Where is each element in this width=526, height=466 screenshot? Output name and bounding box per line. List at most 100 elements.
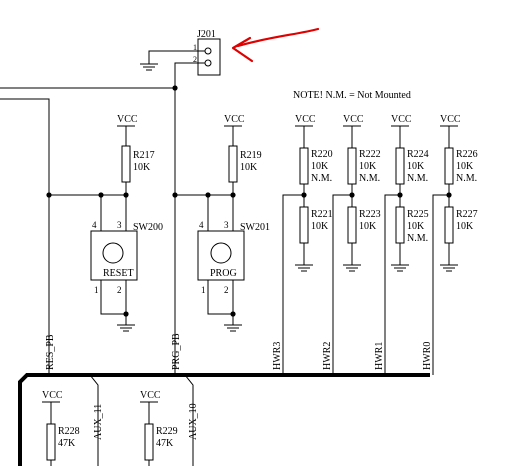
sw201-label: PROG — [210, 268, 237, 279]
connector-pin-2 — [204, 59, 212, 67]
r219-ref: R219 — [240, 150, 262, 161]
sw201-pin4: 4 — [199, 220, 204, 230]
r220-ref: R220 — [311, 149, 333, 160]
r217-body — [121, 145, 131, 183]
r222-value: 10K — [359, 161, 377, 172]
r217-value: 10K — [133, 162, 151, 173]
switch-sw200: RESET SW200 4 3 1 2 — [46, 192, 163, 332]
junction-dot — [349, 192, 355, 198]
sw201-button — [210, 242, 232, 264]
r225-value: 10K — [407, 221, 425, 232]
wire-hwr3 — [282, 194, 304, 375]
resistor-pair-hwr2: VCC R222 10K N.M. R223 10K — [332, 114, 381, 375]
r219-value: 10K — [240, 162, 258, 173]
net-label-hwr0: HWR0 — [422, 342, 433, 370]
net-label-hwr3: HWR3 — [272, 342, 283, 370]
r226-vcc: VCC — [440, 114, 461, 125]
r217-ref: R217 — [133, 150, 155, 161]
connector-j201: J201 1 2 — [193, 29, 221, 76]
resistor-r228: VCC R228 47K — [42, 390, 80, 466]
r229-ref: R229 — [156, 426, 178, 437]
junction-dot — [46, 192, 52, 198]
r228-ref: R228 — [58, 426, 80, 437]
r224-value: 10K — [407, 161, 425, 172]
r225-ref: R225 — [407, 209, 429, 220]
r219-vcc: VCC — [224, 114, 245, 125]
r223-body — [347, 206, 357, 244]
r223-ref: R223 — [359, 209, 381, 220]
r226-ref: R226 — [456, 149, 478, 160]
r221-value: 10K — [311, 221, 329, 232]
r220-value: 10K — [311, 161, 329, 172]
junction-dot — [123, 311, 129, 317]
r219-body — [228, 145, 238, 183]
wire-res-pb — [0, 98, 50, 375]
resistor-r217: VCC R217 10K — [117, 114, 155, 195]
sw200-label: RESET — [103, 268, 134, 279]
connector-body — [197, 38, 221, 76]
sw200-ref: SW200 — [133, 222, 163, 233]
connector-ref: J201 — [197, 29, 216, 40]
sw200-body — [90, 230, 138, 281]
bus-entry-aux-11 — [89, 374, 99, 466]
r224-mount: N.M. — [407, 173, 428, 184]
r222-body — [347, 147, 357, 185]
connector-prog-wire — [174, 62, 205, 89]
sw200-pin4: 4 — [92, 220, 97, 230]
bus-entry-aux-10 — [184, 374, 194, 466]
connector-pin-1 — [204, 47, 212, 55]
wire-hwr0 — [432, 194, 449, 375]
r228-body — [46, 423, 56, 461]
r220-vcc: VCC — [295, 114, 316, 125]
connector-ground-wire — [148, 50, 205, 64]
r225-body — [395, 206, 405, 244]
r220-mount: N.M. — [311, 173, 332, 184]
r224-vcc: VCC — [391, 114, 412, 125]
junction-dot — [230, 311, 236, 317]
wire — [100, 280, 126, 315]
sw201-ref: SW201 — [240, 222, 270, 233]
sw200-button — [102, 242, 124, 264]
connector-wiring — [140, 50, 205, 89]
signal-bus — [18, 373, 430, 466]
junction-dot — [301, 192, 307, 198]
sw200-pin3: 3 — [117, 220, 122, 230]
r221-ref: R221 — [311, 209, 333, 220]
r223-value: 10K — [359, 221, 377, 232]
r224-ref: R224 — [407, 149, 429, 160]
net-label-res-pb: RES_PB — [45, 334, 56, 370]
junction-dot — [446, 192, 452, 198]
resistor-pair-hwr3: VCC R220 10K N.M. R221 10K — [282, 114, 333, 375]
r229-vcc: VCC — [140, 390, 161, 401]
sw201-pin1: 1 — [201, 285, 206, 295]
r226-body — [444, 147, 454, 185]
r228-vcc: VCC — [42, 390, 63, 401]
annotation-arrow-head — [231, 36, 254, 63]
r222-ref: R222 — [359, 149, 381, 160]
sw201-pin2: 2 — [224, 285, 229, 295]
junction-dot — [397, 192, 403, 198]
switch-sw201: PROG SW201 4 3 1 2 — [172, 192, 270, 332]
wire-hwr1 — [384, 194, 400, 375]
wire-hwr2 — [332, 194, 352, 375]
resistor-pair-hwr1: VCC R224 10K N.M. R225 10K N.M. — [384, 114, 429, 375]
wire — [207, 280, 233, 315]
annotation-arrow-shaft — [236, 27, 320, 48]
left-wiring — [0, 85, 178, 375]
sw200-pin2: 2 — [117, 285, 122, 295]
resistor-r219: VCC R219 10K — [224, 114, 262, 195]
resistor-r229: VCC R229 47K — [140, 390, 178, 466]
r227-value: 10K — [456, 221, 474, 232]
connector-pin1-number: 1 — [193, 43, 197, 52]
sw201-pin3: 3 — [224, 220, 229, 230]
r220-body — [299, 147, 309, 185]
r227-body — [444, 206, 454, 244]
r222-mount: N.M. — [359, 173, 380, 184]
r224-body — [395, 147, 405, 185]
net-label-prg-pb: PRG_PB — [171, 333, 182, 370]
sw200-pin1: 1 — [94, 285, 99, 295]
junction-dot — [172, 192, 178, 198]
connector-pin2-number: 2 — [193, 55, 197, 64]
r227-ref: R227 — [456, 209, 478, 220]
